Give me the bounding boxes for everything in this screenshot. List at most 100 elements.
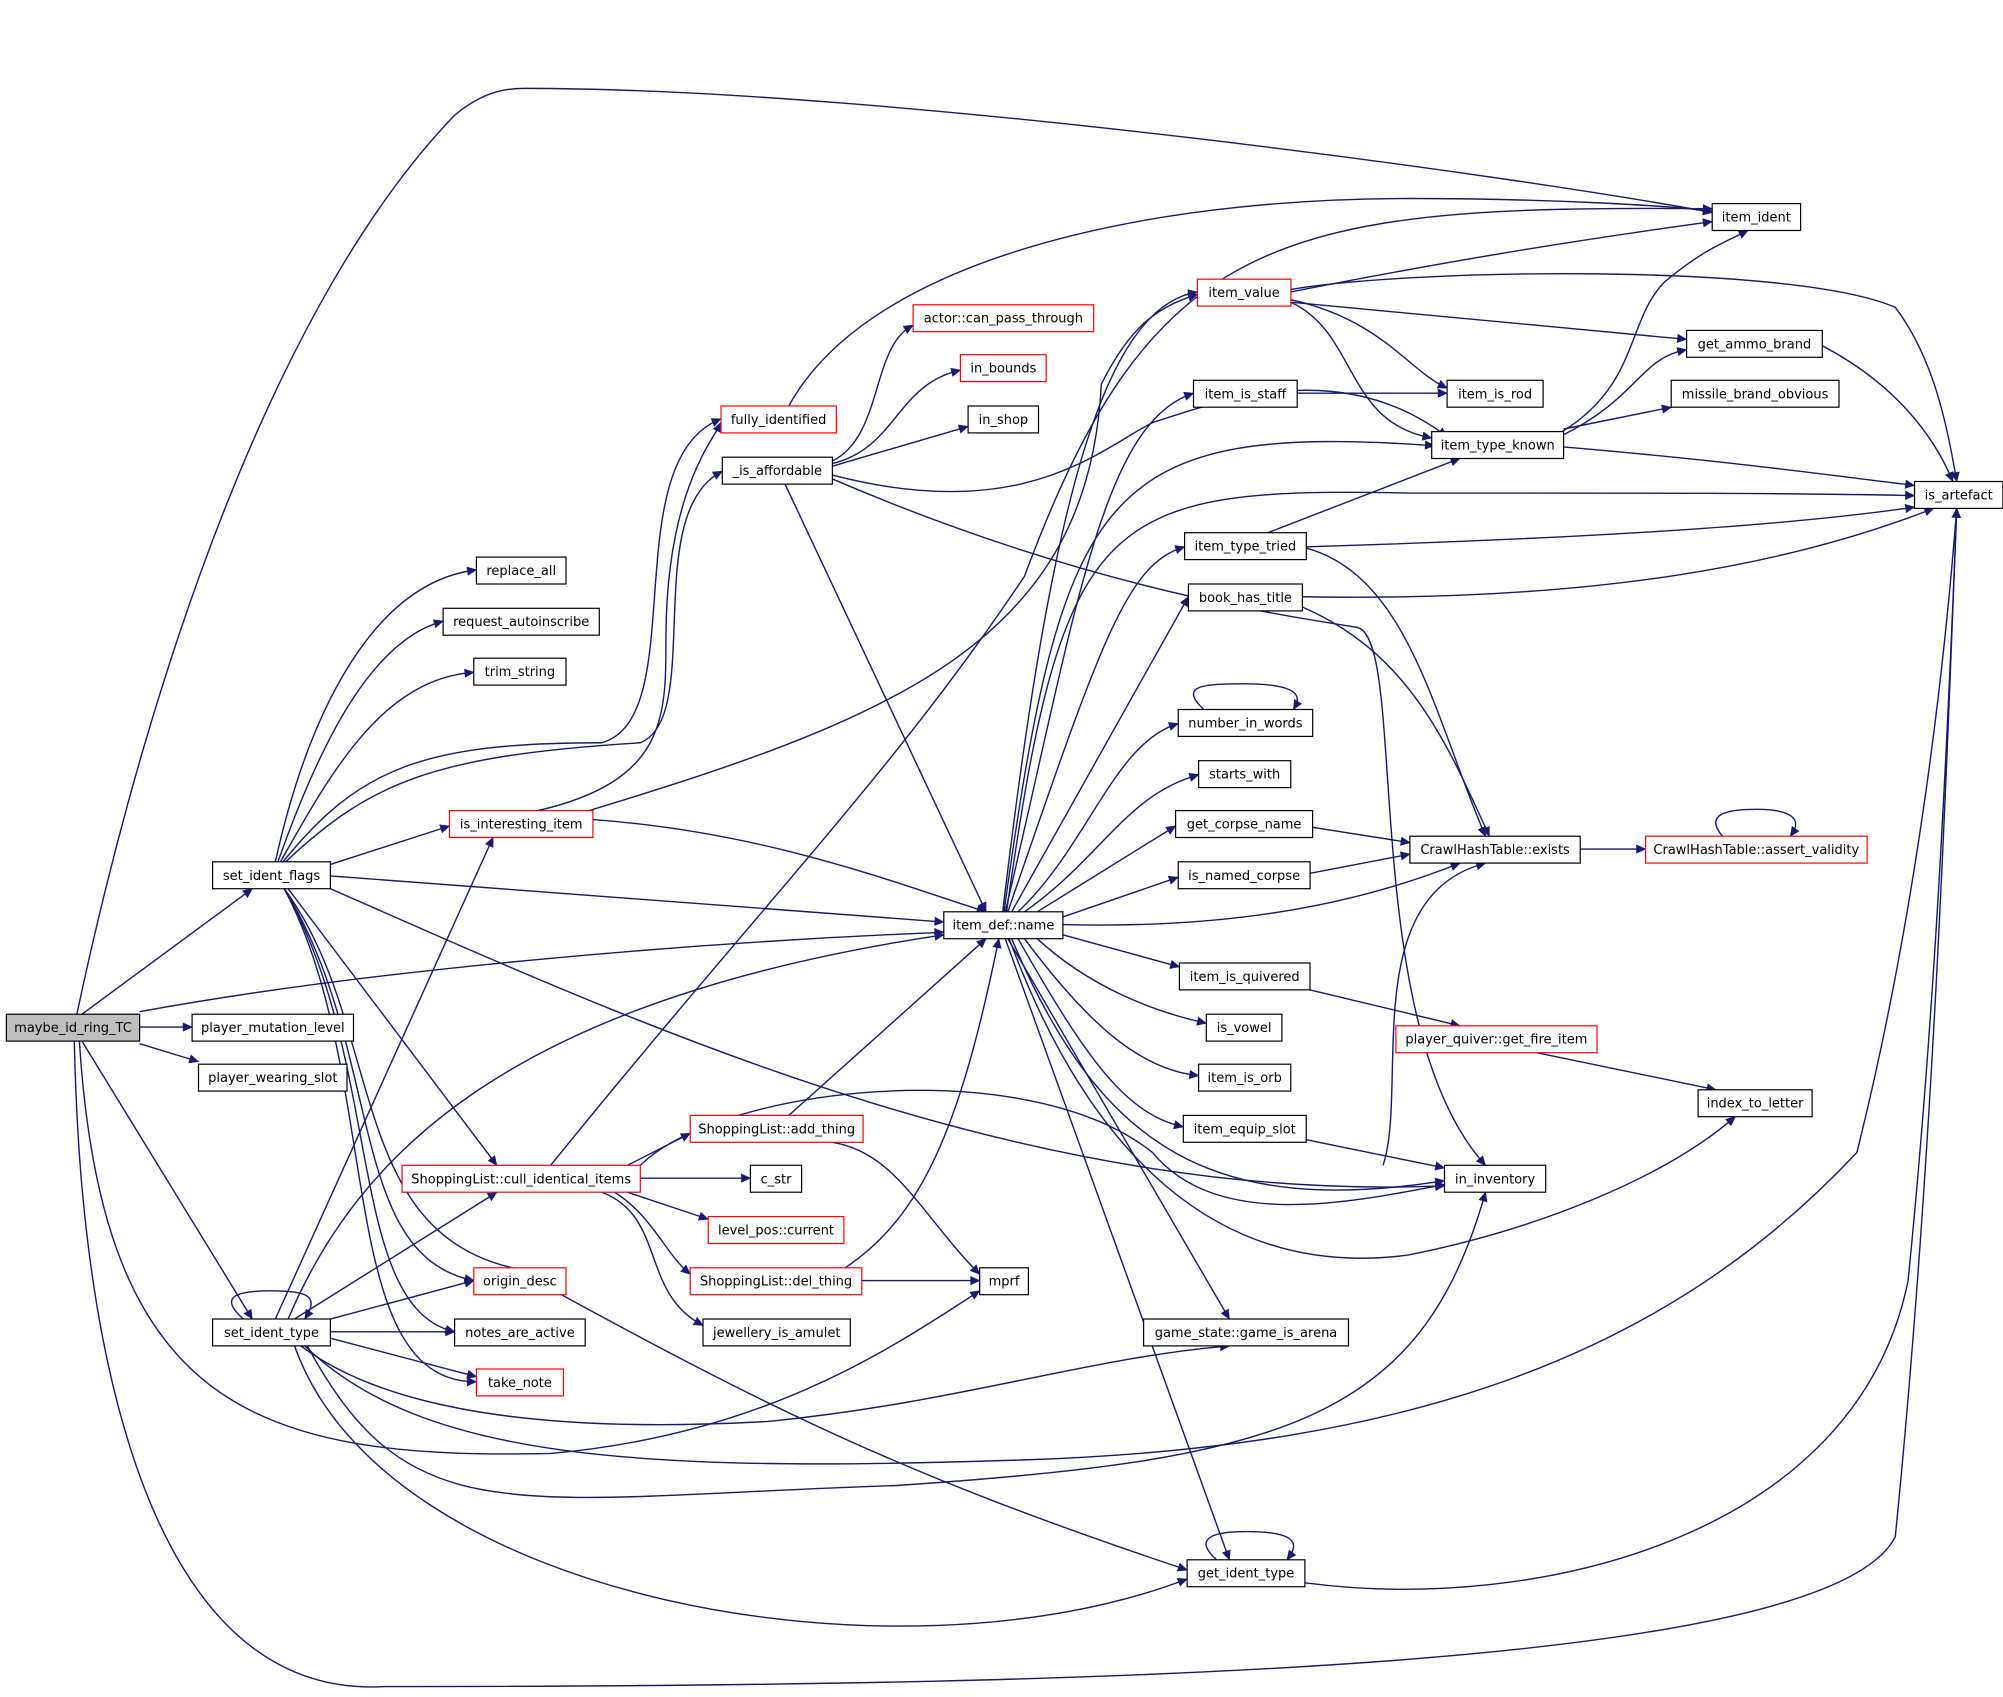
- node-game-state-game-is-arena[interactable]: game_state::game_is_arena: [1142, 1318, 1350, 1347]
- edge-set-ident-type-to-origin-desc: [330, 1278, 475, 1320]
- node-starts-with[interactable]: starts_with: [1197, 760, 1292, 789]
- arrowhead: [188, 1054, 200, 1064]
- node-request-autoinscribe[interactable]: request_autoinscribe: [442, 607, 600, 636]
- node-is-interesting-item[interactable]: is_interesting_item: [448, 809, 594, 839]
- node-box: [191, 1013, 355, 1042]
- arrowhead: [1434, 1161, 1446, 1171]
- edge-item-type-known-to-is-artefact: [1563, 446, 1916, 489]
- node-label: c_str: [761, 1172, 793, 1187]
- node-is-affordable[interactable]: _is_affordable: [721, 456, 833, 485]
- node-crawlhashtable-assert-validity[interactable]: CrawlHashTable::assert_validity: [1644, 835, 1868, 864]
- arrowhead: [970, 1276, 981, 1286]
- edge-maybe-id-ring-tc-to-set-ident-type: [81, 1040, 253, 1320]
- arrowhead: [1789, 825, 1800, 837]
- edge-set-ident-flags-to-take-note: [283, 888, 478, 1387]
- arrowhead: [1179, 596, 1189, 608]
- node-item-is-staff[interactable]: item_is_staff: [1192, 379, 1298, 408]
- edge-set-ident-flags-to-is-interesting-item: [330, 824, 451, 866]
- node-maybe-id-ring-tc[interactable]: maybe_id_ring_TC: [5, 1013, 141, 1042]
- node-fully-identified[interactable]: fully_identified: [720, 405, 837, 434]
- node-player-mutation-level[interactable]: player_mutation_level: [191, 1013, 355, 1042]
- node-shoppinglist-del-thing[interactable]: ShoppingList::del_thing: [689, 1267, 863, 1296]
- arrowhead: [976, 938, 987, 949]
- node-missile-brand-obvious[interactable]: missile_brand_obvious: [1670, 379, 1840, 408]
- node-box: [721, 456, 833, 485]
- node-in-bounds[interactable]: in_bounds: [959, 354, 1047, 383]
- node-notes-are-active[interactable]: notes_are_active: [454, 1318, 586, 1347]
- node-label: CrawlHashTable::assert_validity: [1653, 843, 1859, 858]
- edge-maybe-id-ring-tc-to-item-def-name: [139, 928, 945, 1013]
- node-item-is-quivered[interactable]: item_is_quivered: [1178, 962, 1311, 991]
- arrowhead: [1286, 1549, 1297, 1561]
- node-label: ShoppingList::cull_identical_items: [411, 1172, 631, 1187]
- node-label: player_quiver::get_fire_item: [1405, 1033, 1587, 1048]
- node-player-wearing-slot[interactable]: player_wearing_slot: [197, 1063, 348, 1092]
- edge-is-affordable-to-actor-can-pass: [832, 324, 914, 462]
- node-item-equip-slot[interactable]: item_equip_slot: [1182, 1114, 1307, 1143]
- node-replace-all[interactable]: replace_all: [475, 556, 567, 585]
- node-jewellery-is-amulet[interactable]: jewellery_is_amulet: [702, 1318, 851, 1347]
- node-actor-can-pass-through[interactable]: actor::can_pass_through: [912, 304, 1095, 333]
- node-label: item_is_orb: [1208, 1071, 1282, 1086]
- node-get-corpse-name[interactable]: get_corpse_name: [1174, 809, 1314, 839]
- node-box: [1177, 708, 1314, 737]
- node-trim-string[interactable]: trim_string: [473, 657, 567, 686]
- node-take-note[interactable]: take_note: [475, 1368, 565, 1397]
- node-label: item_equip_slot: [1194, 1122, 1296, 1137]
- node-in-shop[interactable]: in_shop: [967, 405, 1040, 434]
- node-shoppinglist-cull-identical-items[interactable]: ShoppingList::cull_identical_items: [401, 1164, 641, 1193]
- node-is-named-corpse[interactable]: is_named_corpse: [1177, 861, 1311, 890]
- node-shoppinglist-add-thing[interactable]: ShoppingList::add_thing: [689, 1114, 864, 1143]
- node-is-vowel[interactable]: is_vowel: [1205, 1013, 1283, 1042]
- node-book-has-title[interactable]: book_has_title: [1187, 583, 1304, 612]
- node-item-is-orb[interactable]: item_is_orb: [1197, 1063, 1292, 1092]
- edge-item-def-name-to-is-named-corpse: [1062, 875, 1179, 918]
- node-player-quiver-get-fire-item[interactable]: player_quiver::get_fire_item: [1395, 1025, 1598, 1054]
- node-item-ident[interactable]: item_ident: [1711, 203, 1802, 232]
- edge-item-value-to-get-ammo-brand: [1290, 301, 1688, 343]
- node-label: missile_brand_obvious: [1682, 387, 1829, 402]
- edge-is-affordable-to-in-inventory: [832, 478, 1487, 1166]
- node-box: [1446, 379, 1544, 408]
- edge-set-ident-flags-to-item-def-name: [330, 875, 945, 926]
- arrowhead: [1221, 1549, 1231, 1561]
- arrowhead: [1421, 431, 1433, 441]
- node-item-is-rod[interactable]: item_is_rod: [1446, 379, 1544, 408]
- node-label: take_note: [488, 1376, 552, 1391]
- node-get-ammo-brand[interactable]: get_ammo_brand: [1685, 329, 1823, 358]
- node-box: [475, 556, 567, 585]
- node-box: [212, 1318, 332, 1347]
- node-box: [473, 657, 567, 686]
- node-item-type-known[interactable]: item_type_known: [1431, 431, 1565, 460]
- node-level-pos-current[interactable]: level_pos::current: [707, 1215, 845, 1245]
- node-origin-desc[interactable]: origin_desc: [473, 1267, 567, 1296]
- node-item-def-name[interactable]: item_def::name: [943, 911, 1064, 940]
- edge-set-ident-flags-to-request-autoinscribe: [277, 619, 444, 863]
- node-get-ident-type[interactable]: get_ident_type: [1186, 1559, 1306, 1588]
- arrowhead: [741, 1173, 752, 1183]
- node-mprf[interactable]: mprf: [979, 1267, 1030, 1296]
- arrowhead: [1725, 1116, 1736, 1127]
- node-label: is_named_corpse: [1188, 869, 1300, 884]
- arrowhead: [1437, 388, 1448, 398]
- arrowhead: [1478, 1191, 1488, 1203]
- node-label: _is_affordable: [732, 464, 822, 479]
- node-crawlhashtable-exists[interactable]: CrawlHashTable::exists: [1409, 835, 1581, 864]
- node-item-value[interactable]: item_value: [1196, 278, 1292, 307]
- node-number-in-words[interactable]: number_in_words: [1177, 708, 1314, 737]
- node-label: starts_with: [1209, 768, 1280, 783]
- node-box: [749, 1164, 803, 1193]
- node-index-to-letter[interactable]: index_to_letter: [1697, 1089, 1813, 1118]
- node-is-artefact[interactable]: is_artefact: [1913, 480, 2003, 509]
- node-set-ident-type[interactable]: set_ident_type: [212, 1318, 332, 1347]
- node-in-inventory[interactable]: in_inventory: [1443, 1164, 1547, 1193]
- edge-is-affordable-to-in-bounds: [832, 367, 962, 465]
- node-box: [1178, 962, 1311, 991]
- edge-item-def-name-to-item-value: [1002, 289, 1199, 912]
- node-label: trim_string: [485, 665, 556, 680]
- arrowhead: [1904, 503, 1916, 514]
- node-c-str[interactable]: c_str: [749, 1164, 803, 1193]
- node-set-ident-flags[interactable]: set_ident_flags: [212, 861, 332, 890]
- node-item-type-tried[interactable]: item_type_tried: [1183, 532, 1307, 561]
- edge-is-affordable-to-in-shop: [832, 424, 969, 467]
